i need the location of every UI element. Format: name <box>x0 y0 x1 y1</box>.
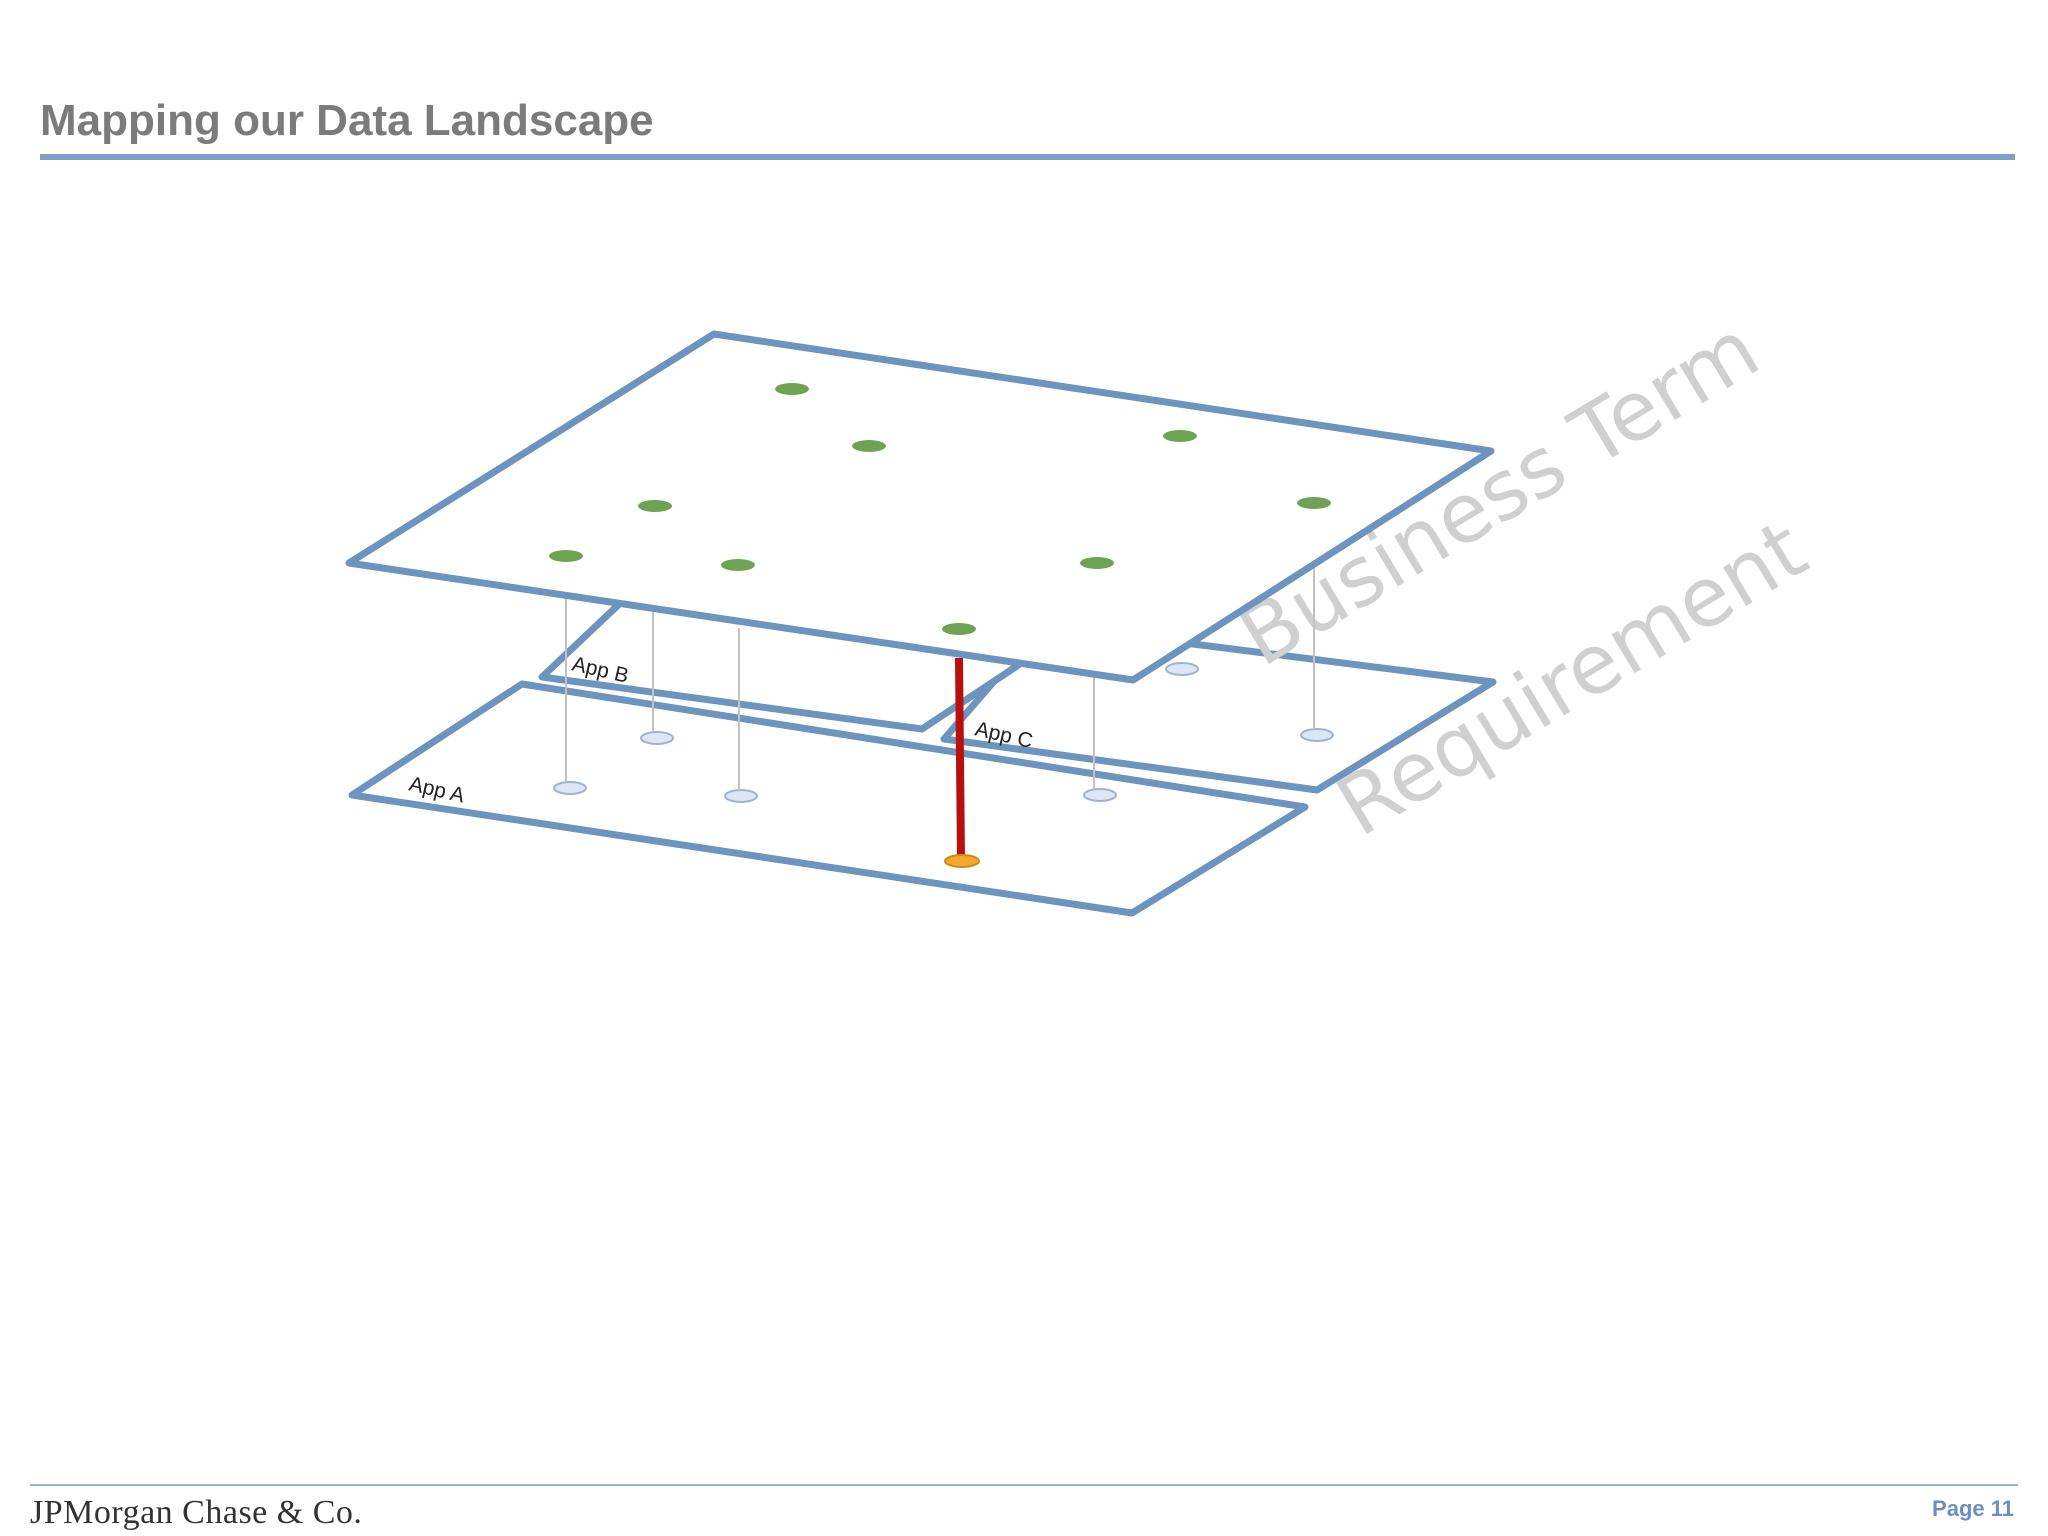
business-term-dot <box>1080 557 1114 569</box>
business-term-dot <box>852 440 886 452</box>
business-term-dot <box>721 559 755 571</box>
title-divider <box>40 154 2015 160</box>
business-term-dot <box>1163 430 1197 442</box>
requirement-dot <box>640 731 674 745</box>
requirement-dot <box>553 781 587 795</box>
app-a-plane <box>348 680 1309 917</box>
business-term-dot <box>775 383 809 395</box>
business-term-plane <box>345 330 1495 684</box>
company-logo: JPMorgan Chase & Co. <box>30 1494 363 1531</box>
business-term-dot <box>549 550 583 562</box>
highlighted-lineage-link <box>955 657 965 861</box>
requirement-dot <box>1165 662 1199 676</box>
page-number: Page 11 <box>1932 1496 2014 1521</box>
business-term-dot <box>638 500 672 512</box>
slide-title: Mapping our Data Landscape <box>40 96 654 145</box>
business-term-dot <box>942 623 976 635</box>
requirement-dot <box>724 789 758 803</box>
requirement-dot <box>1300 728 1334 742</box>
highlighted-requirement-dot <box>944 854 980 868</box>
business-term-dot <box>1297 497 1331 509</box>
requirement-dot <box>1083 788 1117 802</box>
footer-divider <box>30 1484 2018 1486</box>
